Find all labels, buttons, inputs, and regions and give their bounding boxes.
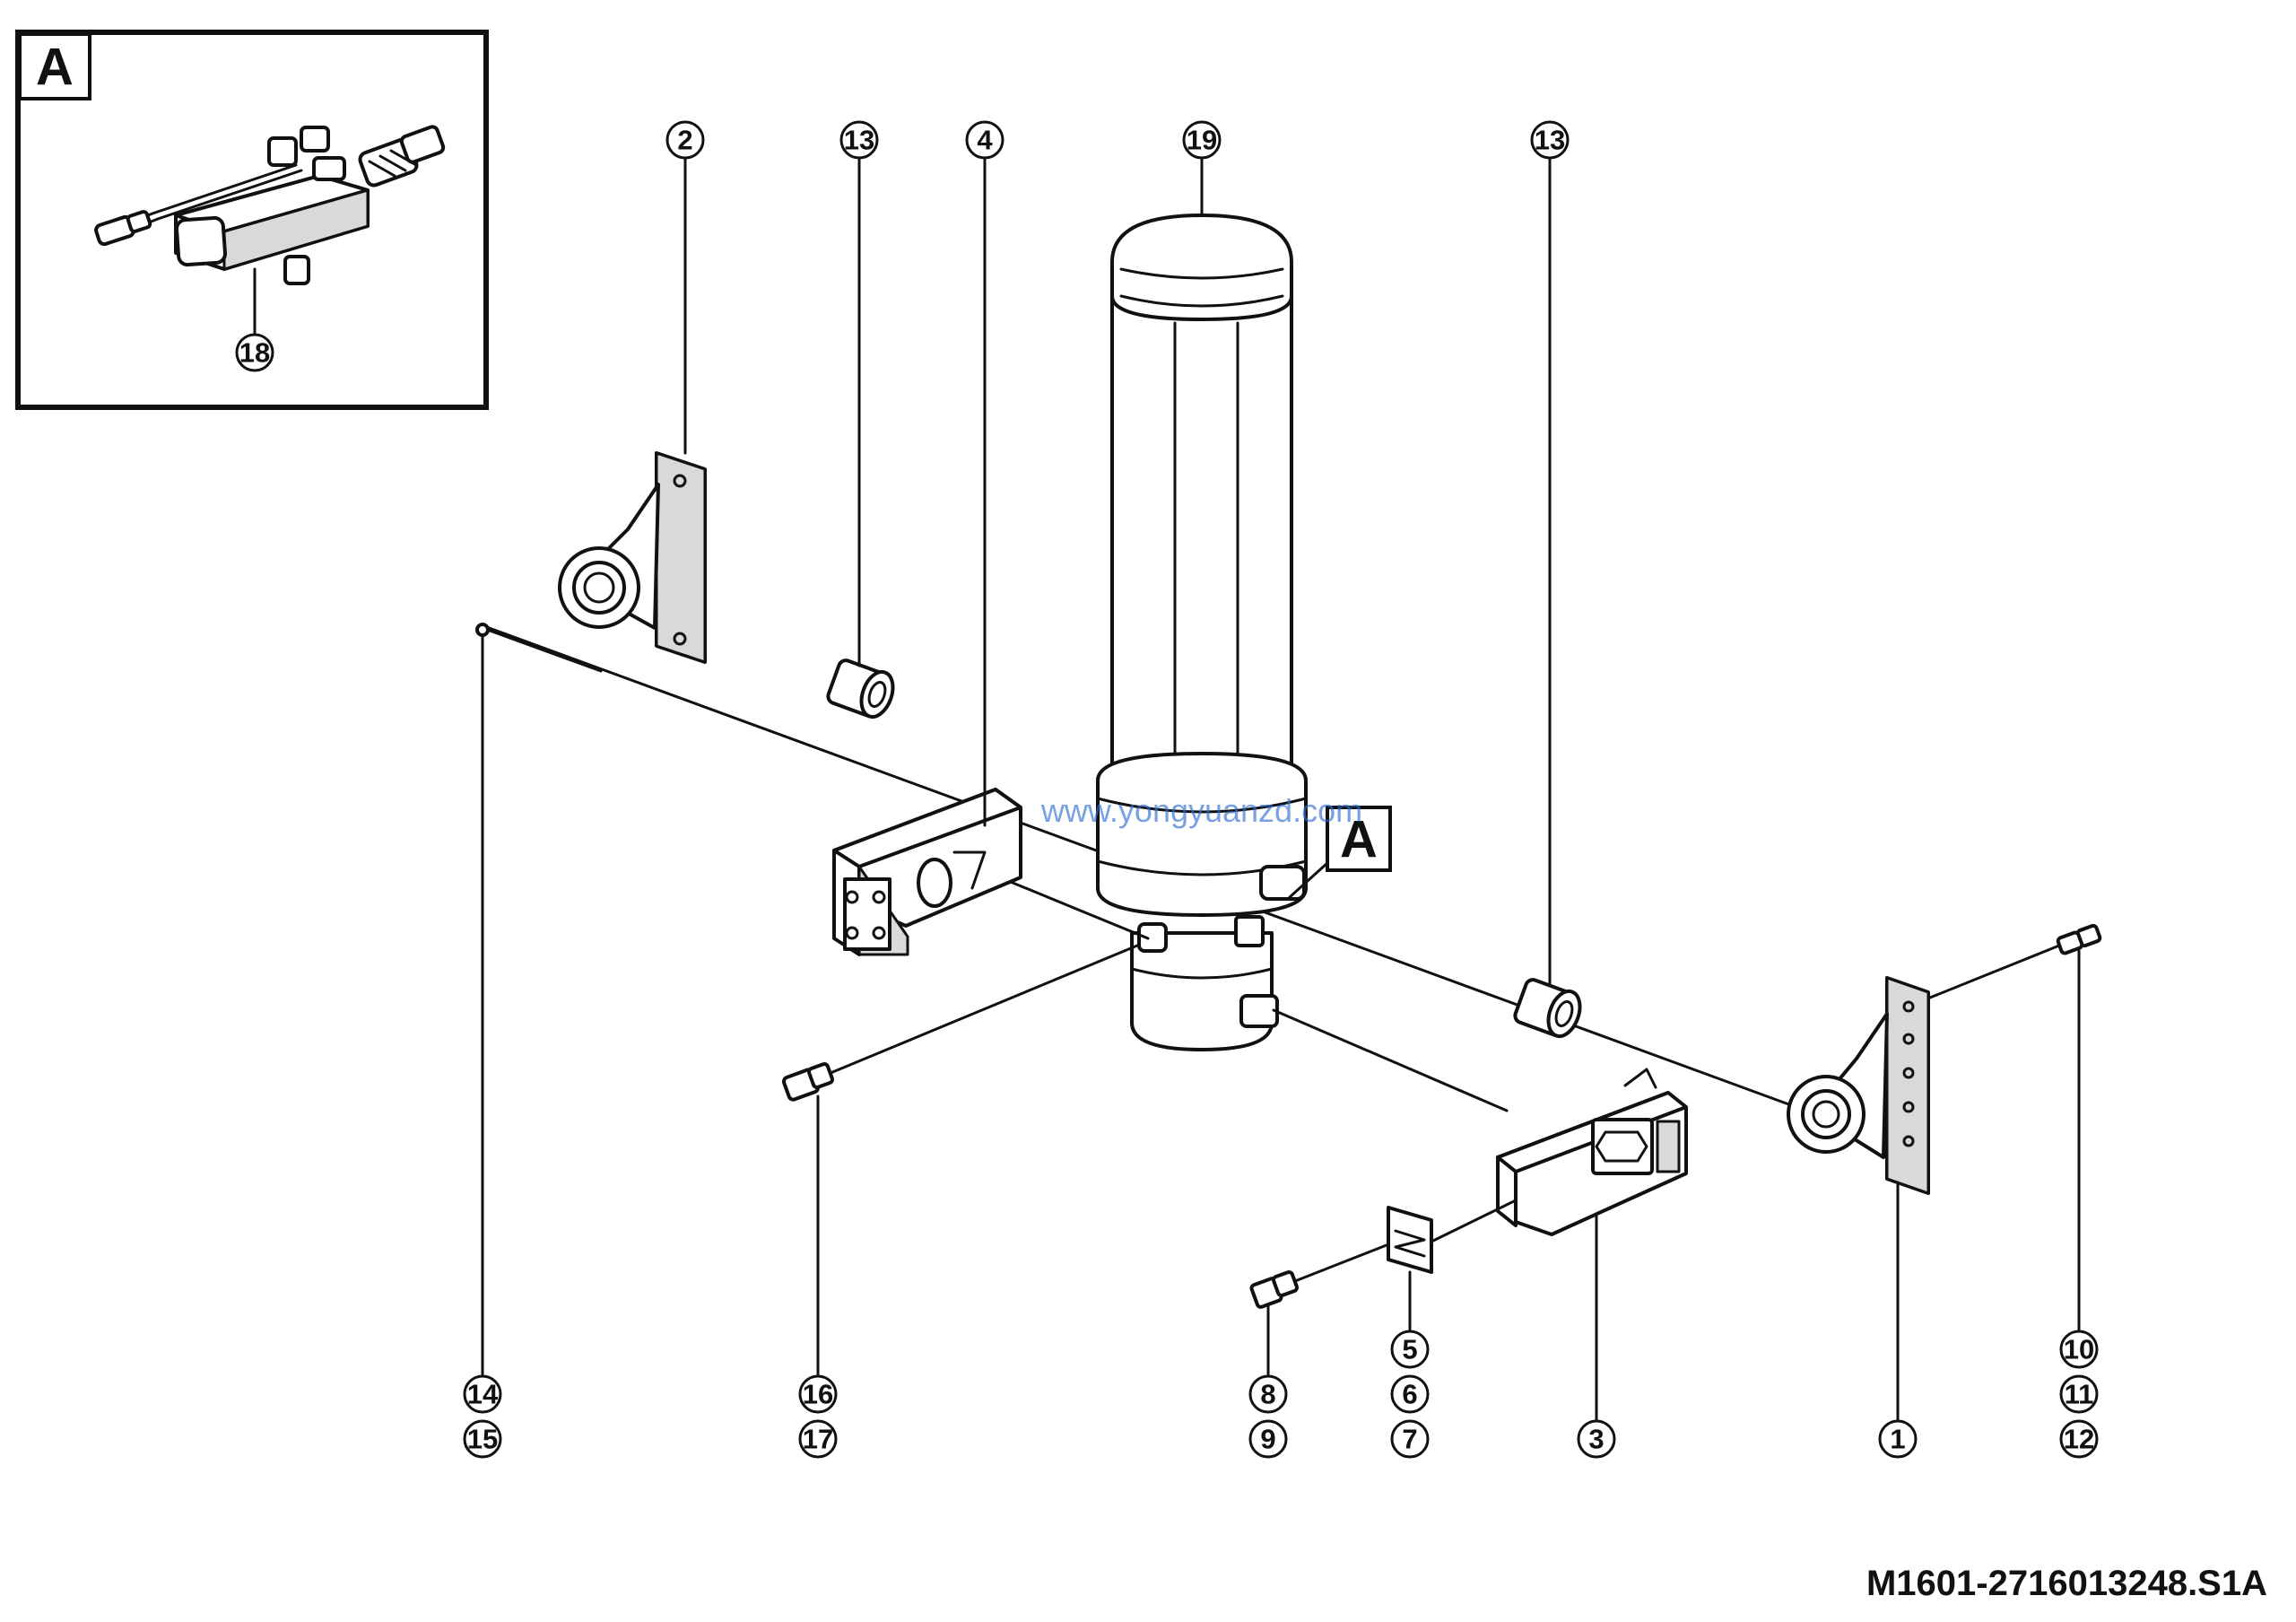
callout-8: 8 [1248,1374,1288,1414]
callout-14: 14 [463,1374,502,1414]
svg-text:19: 19 [1187,125,1217,156]
svg-text:14: 14 [467,1379,499,1410]
svg-text:5: 5 [1402,1334,1417,1365]
inset-tag-label: A [36,39,74,97]
svg-text:13: 13 [1535,125,1565,156]
detail-marker-box [1326,806,1392,872]
fitting-16 [781,1062,834,1102]
svg-text:1: 1 [1890,1424,1905,1455]
bolt-8 [1249,1270,1299,1309]
svg-text:8: 8 [1260,1379,1275,1410]
callout-7: 7 [1390,1419,1430,1459]
callout-13-right: 13 [1530,120,1570,160]
lower-axis-left [985,870,1150,940]
watermark-text: www.yongyuanzd.com [1040,792,1362,829]
callout-10: 10 [2059,1330,2099,1369]
callout-9: 9 [1248,1419,1288,1459]
leader-shim-to-bracket [1430,1199,1518,1243]
svg-text:11: 11 [2065,1379,2094,1410]
callout-2: 2 [665,120,705,160]
callout-19: 19 [1182,120,1222,160]
svg-text:15: 15 [467,1424,498,1455]
callout-3: 3 [1577,1419,1616,1459]
leader-16-to-cylinder [829,944,1139,1075]
lower-axis-right [1272,1008,1509,1112]
cylinder-19 [1096,214,1308,1051]
callout-5: 5 [1390,1330,1430,1369]
callout-6: 6 [1390,1374,1430,1414]
drawing-number: M1601-2716013248.S1A [1866,1564,2267,1603]
inset-tag-box [18,32,91,100]
leader-8-to-shim [1293,1240,1397,1283]
callout-15: 15 [463,1419,502,1459]
pin-leader-left [481,626,603,673]
shim-5 [1387,1206,1433,1274]
svg-text:17: 17 [803,1424,833,1455]
svg-text:10: 10 [2064,1334,2094,1365]
bushing-13-right [1513,978,1582,1039]
mount-bracket-1 [1787,976,1930,1195]
svg-text:13: 13 [844,125,874,156]
svg-text:12: 12 [2064,1424,2094,1455]
bracket-3 [1496,1068,1688,1236]
svg-text:9: 9 [1260,1424,1275,1455]
svg-text:4: 4 [977,125,993,156]
detail-marker-a: A [1288,806,1392,899]
leader-10-to-mount [1928,944,2061,999]
detail-marker-label: A [1340,811,1378,869]
pin-14 [475,623,490,637]
callout-12: 12 [2059,1419,2099,1459]
detail-marker-leader [1288,861,1329,899]
callout-1: 1 [1878,1419,1918,1459]
svg-text:6: 6 [1402,1379,1417,1410]
svg-text:2: 2 [677,125,692,156]
svg-text:3: 3 [1588,1424,1604,1455]
mount-bracket-2 [558,451,707,664]
callout-18: 18 [235,333,274,372]
callout-16: 16 [798,1374,838,1414]
valve-block-18 [94,125,446,285]
callout-4: 4 [965,120,1004,160]
detail-inset-a: A 18 [15,30,489,410]
callout-11: 11 [2059,1374,2099,1414]
bushing-13-left [826,658,895,719]
svg-text:18: 18 [239,337,270,369]
callout-13-left: 13 [839,120,879,160]
callout-17: 17 [798,1419,838,1459]
grease-nipple-10 [2056,923,2102,955]
svg-text:7: 7 [1402,1424,1417,1455]
svg-text:16: 16 [803,1379,833,1410]
bracket-4 [832,788,1022,956]
